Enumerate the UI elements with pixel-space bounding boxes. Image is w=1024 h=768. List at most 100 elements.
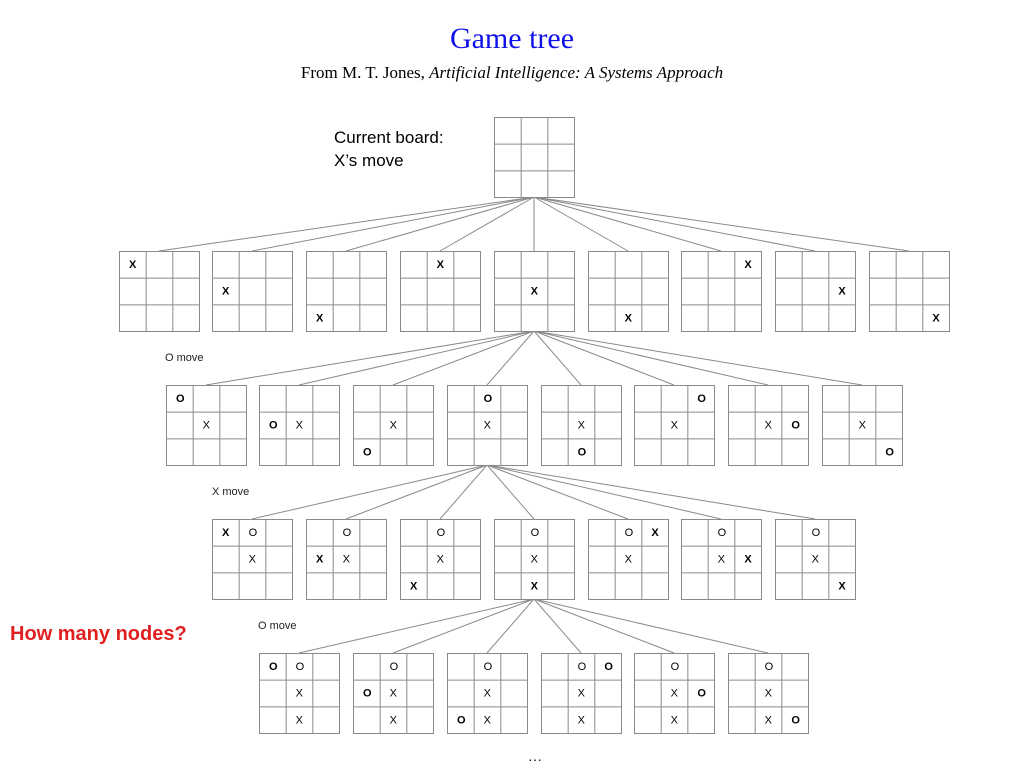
board-mark: X xyxy=(765,714,773,726)
board-frame xyxy=(400,251,481,332)
board-mark: O xyxy=(604,661,613,673)
tree-edge xyxy=(298,598,535,654)
board-mark: O xyxy=(718,527,727,539)
board-mark: X xyxy=(651,527,659,539)
tree-edge xyxy=(158,196,535,252)
board-mark: O xyxy=(457,714,466,726)
tree-edge xyxy=(205,330,535,386)
board-mark: X xyxy=(437,259,445,271)
board-mark: X xyxy=(437,554,445,566)
tree-edge xyxy=(533,196,629,252)
board-mark: O xyxy=(812,527,821,539)
tree-edge xyxy=(486,330,535,386)
board-frame xyxy=(728,385,809,466)
board-level2-8: XO xyxy=(822,385,903,466)
board-mark: O xyxy=(885,446,894,458)
board-mark: O xyxy=(697,688,706,700)
current-board-label-line2: X’s move xyxy=(334,151,404,170)
board-mark: O xyxy=(671,661,680,673)
tree-edge xyxy=(486,464,629,520)
board-frame xyxy=(353,653,434,734)
tree-edge xyxy=(533,598,769,654)
board-mark: X xyxy=(765,420,773,432)
board-mark: X xyxy=(625,554,633,566)
board-level2-5: XO xyxy=(541,385,622,466)
board-level3-7: OXX xyxy=(775,519,856,600)
board-frame xyxy=(166,385,247,466)
board-frame xyxy=(494,251,575,332)
board-mark: O xyxy=(437,527,446,539)
board-frame xyxy=(494,519,575,600)
board-frame xyxy=(212,251,293,332)
board-mark: X xyxy=(203,420,211,432)
tree-edges xyxy=(158,196,910,654)
tree-edge xyxy=(392,330,535,386)
tree-edge xyxy=(392,598,535,654)
tree-edge xyxy=(533,598,675,654)
board-frame xyxy=(775,251,856,332)
board-mark: X xyxy=(390,688,398,700)
tree-edge xyxy=(533,196,910,252)
tree-edge xyxy=(251,464,488,520)
board-mark: X xyxy=(390,714,398,726)
ellipsis-more: … xyxy=(528,750,542,765)
level-label-o-move-1: O move xyxy=(165,352,204,364)
board-level2-1: OX xyxy=(166,385,247,466)
board-mark: O xyxy=(791,714,800,726)
board-frame xyxy=(634,385,715,466)
board-mark: O xyxy=(269,420,278,432)
board-level1-9: X xyxy=(869,251,950,332)
board-level3-3: O X X xyxy=(400,519,481,600)
tree-edge xyxy=(533,330,769,386)
board-level3-4: OXX xyxy=(494,519,575,600)
board-mark: X xyxy=(296,714,304,726)
slide-subtitle: From M. T. Jones, Artificial Intelligenc… xyxy=(0,63,1024,83)
board-mark: X xyxy=(410,580,418,592)
board-mark: O xyxy=(484,393,493,405)
board-mark: X xyxy=(838,286,846,298)
board-mark: X xyxy=(671,714,679,726)
level-label-x-move: X move xyxy=(212,486,250,498)
board-mark: O xyxy=(531,527,540,539)
tree-edge xyxy=(533,196,816,252)
board-level1-7: X xyxy=(681,251,762,332)
board-frame xyxy=(447,653,528,734)
board-mark: X xyxy=(316,554,324,566)
board-level1-3: X xyxy=(306,251,387,332)
board-frame xyxy=(306,251,387,332)
current-board-label-line1: Current board: xyxy=(334,128,444,147)
board-frame xyxy=(541,653,622,734)
board-mark: O xyxy=(296,661,305,673)
board-mark: O xyxy=(697,393,706,405)
board-level2-3: XO xyxy=(353,385,434,466)
board-frame xyxy=(119,251,200,332)
board-mark: O xyxy=(363,688,372,700)
board-mark: X xyxy=(671,420,679,432)
tree-edge xyxy=(486,464,722,520)
board-mark: X xyxy=(718,554,726,566)
board-frame xyxy=(259,385,340,466)
question-text: How many nodes? xyxy=(10,623,187,645)
board-frame xyxy=(822,385,903,466)
board-mark: O xyxy=(765,661,774,673)
board-level1-5: X xyxy=(494,251,575,332)
board-mark: X xyxy=(316,312,324,324)
tree-edge xyxy=(439,196,535,252)
board-frame xyxy=(681,251,762,332)
board-mark: X xyxy=(249,554,257,566)
board-mark: X xyxy=(129,259,137,271)
board-mark: X xyxy=(343,554,351,566)
board-frame xyxy=(728,653,809,734)
board-mark: O xyxy=(343,527,352,539)
board-mark: X xyxy=(484,420,492,432)
tree-edge xyxy=(486,598,535,654)
board-mark: O xyxy=(363,446,372,458)
tree-edge xyxy=(533,330,582,386)
